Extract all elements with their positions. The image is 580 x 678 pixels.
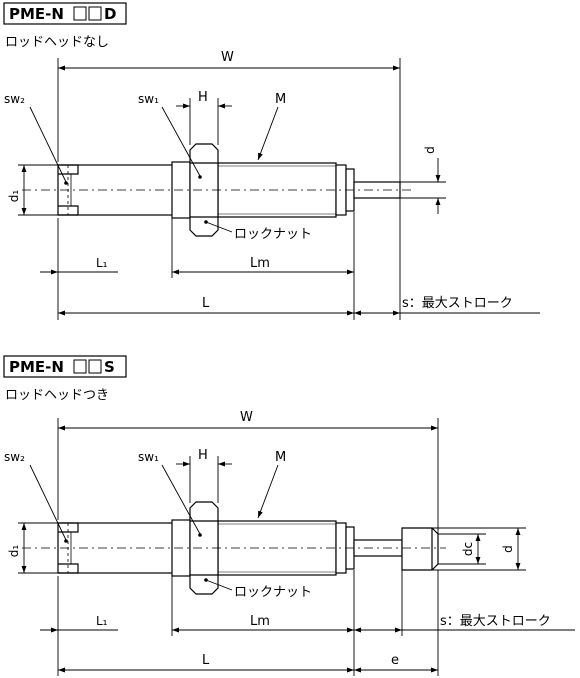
label-d1: d₁ [7, 190, 21, 203]
label-dc: dc [461, 542, 475, 556]
model-title-s: PME-N S [3, 355, 127, 378]
label-d1: d₁ [7, 545, 21, 558]
label-l1: L₁ [96, 614, 108, 628]
model-suffix: S [104, 358, 115, 376]
model-suffix: D [104, 5, 116, 23]
subtitle: ロッドヘッドなし [5, 35, 109, 50]
label-sw2: sw₂ [4, 92, 25, 106]
label-stroke: s：最大ストローク [402, 296, 513, 311]
label-h: H [198, 90, 208, 105]
label-stroke: s：最大ストローク [440, 614, 551, 629]
label-locknut: ロックナット [234, 585, 312, 600]
label-e: e [391, 653, 399, 668]
model-title-d: PME-N D [3, 2, 127, 25]
label-w: W [240, 410, 253, 425]
hex-socket [57, 531, 72, 565]
label-sw2: sw₂ [4, 450, 25, 464]
model-prefix: PME-N [9, 358, 64, 376]
label-m: M [275, 450, 286, 465]
label-d: d [423, 146, 437, 154]
label-l1: L₁ [96, 256, 108, 270]
label-w: W [221, 50, 234, 65]
label-locknut: ロックナット [234, 227, 312, 242]
hex-socket [57, 173, 72, 207]
lock-nut [189, 501, 219, 595]
label-m: M [275, 92, 286, 107]
diagram-rod-head-none: PME-N D ロッドヘッドなし W [3, 2, 540, 320]
label-sw1: sw₁ [138, 450, 159, 464]
subtitle: ロッドヘッドつき [5, 388, 109, 403]
lock-nut [189, 143, 219, 237]
label-d: d [501, 545, 515, 553]
model-prefix: PME-N [9, 5, 64, 23]
diagram-rod-head-with: PME-N S ロッドヘッドつき W [3, 355, 575, 676]
label-h: H [198, 448, 208, 463]
label-sw1: sw₁ [138, 92, 159, 106]
label-lm: Lm [250, 256, 270, 271]
label-l: L [202, 653, 210, 668]
label-l: L [202, 296, 210, 311]
label-lm: Lm [250, 614, 270, 629]
